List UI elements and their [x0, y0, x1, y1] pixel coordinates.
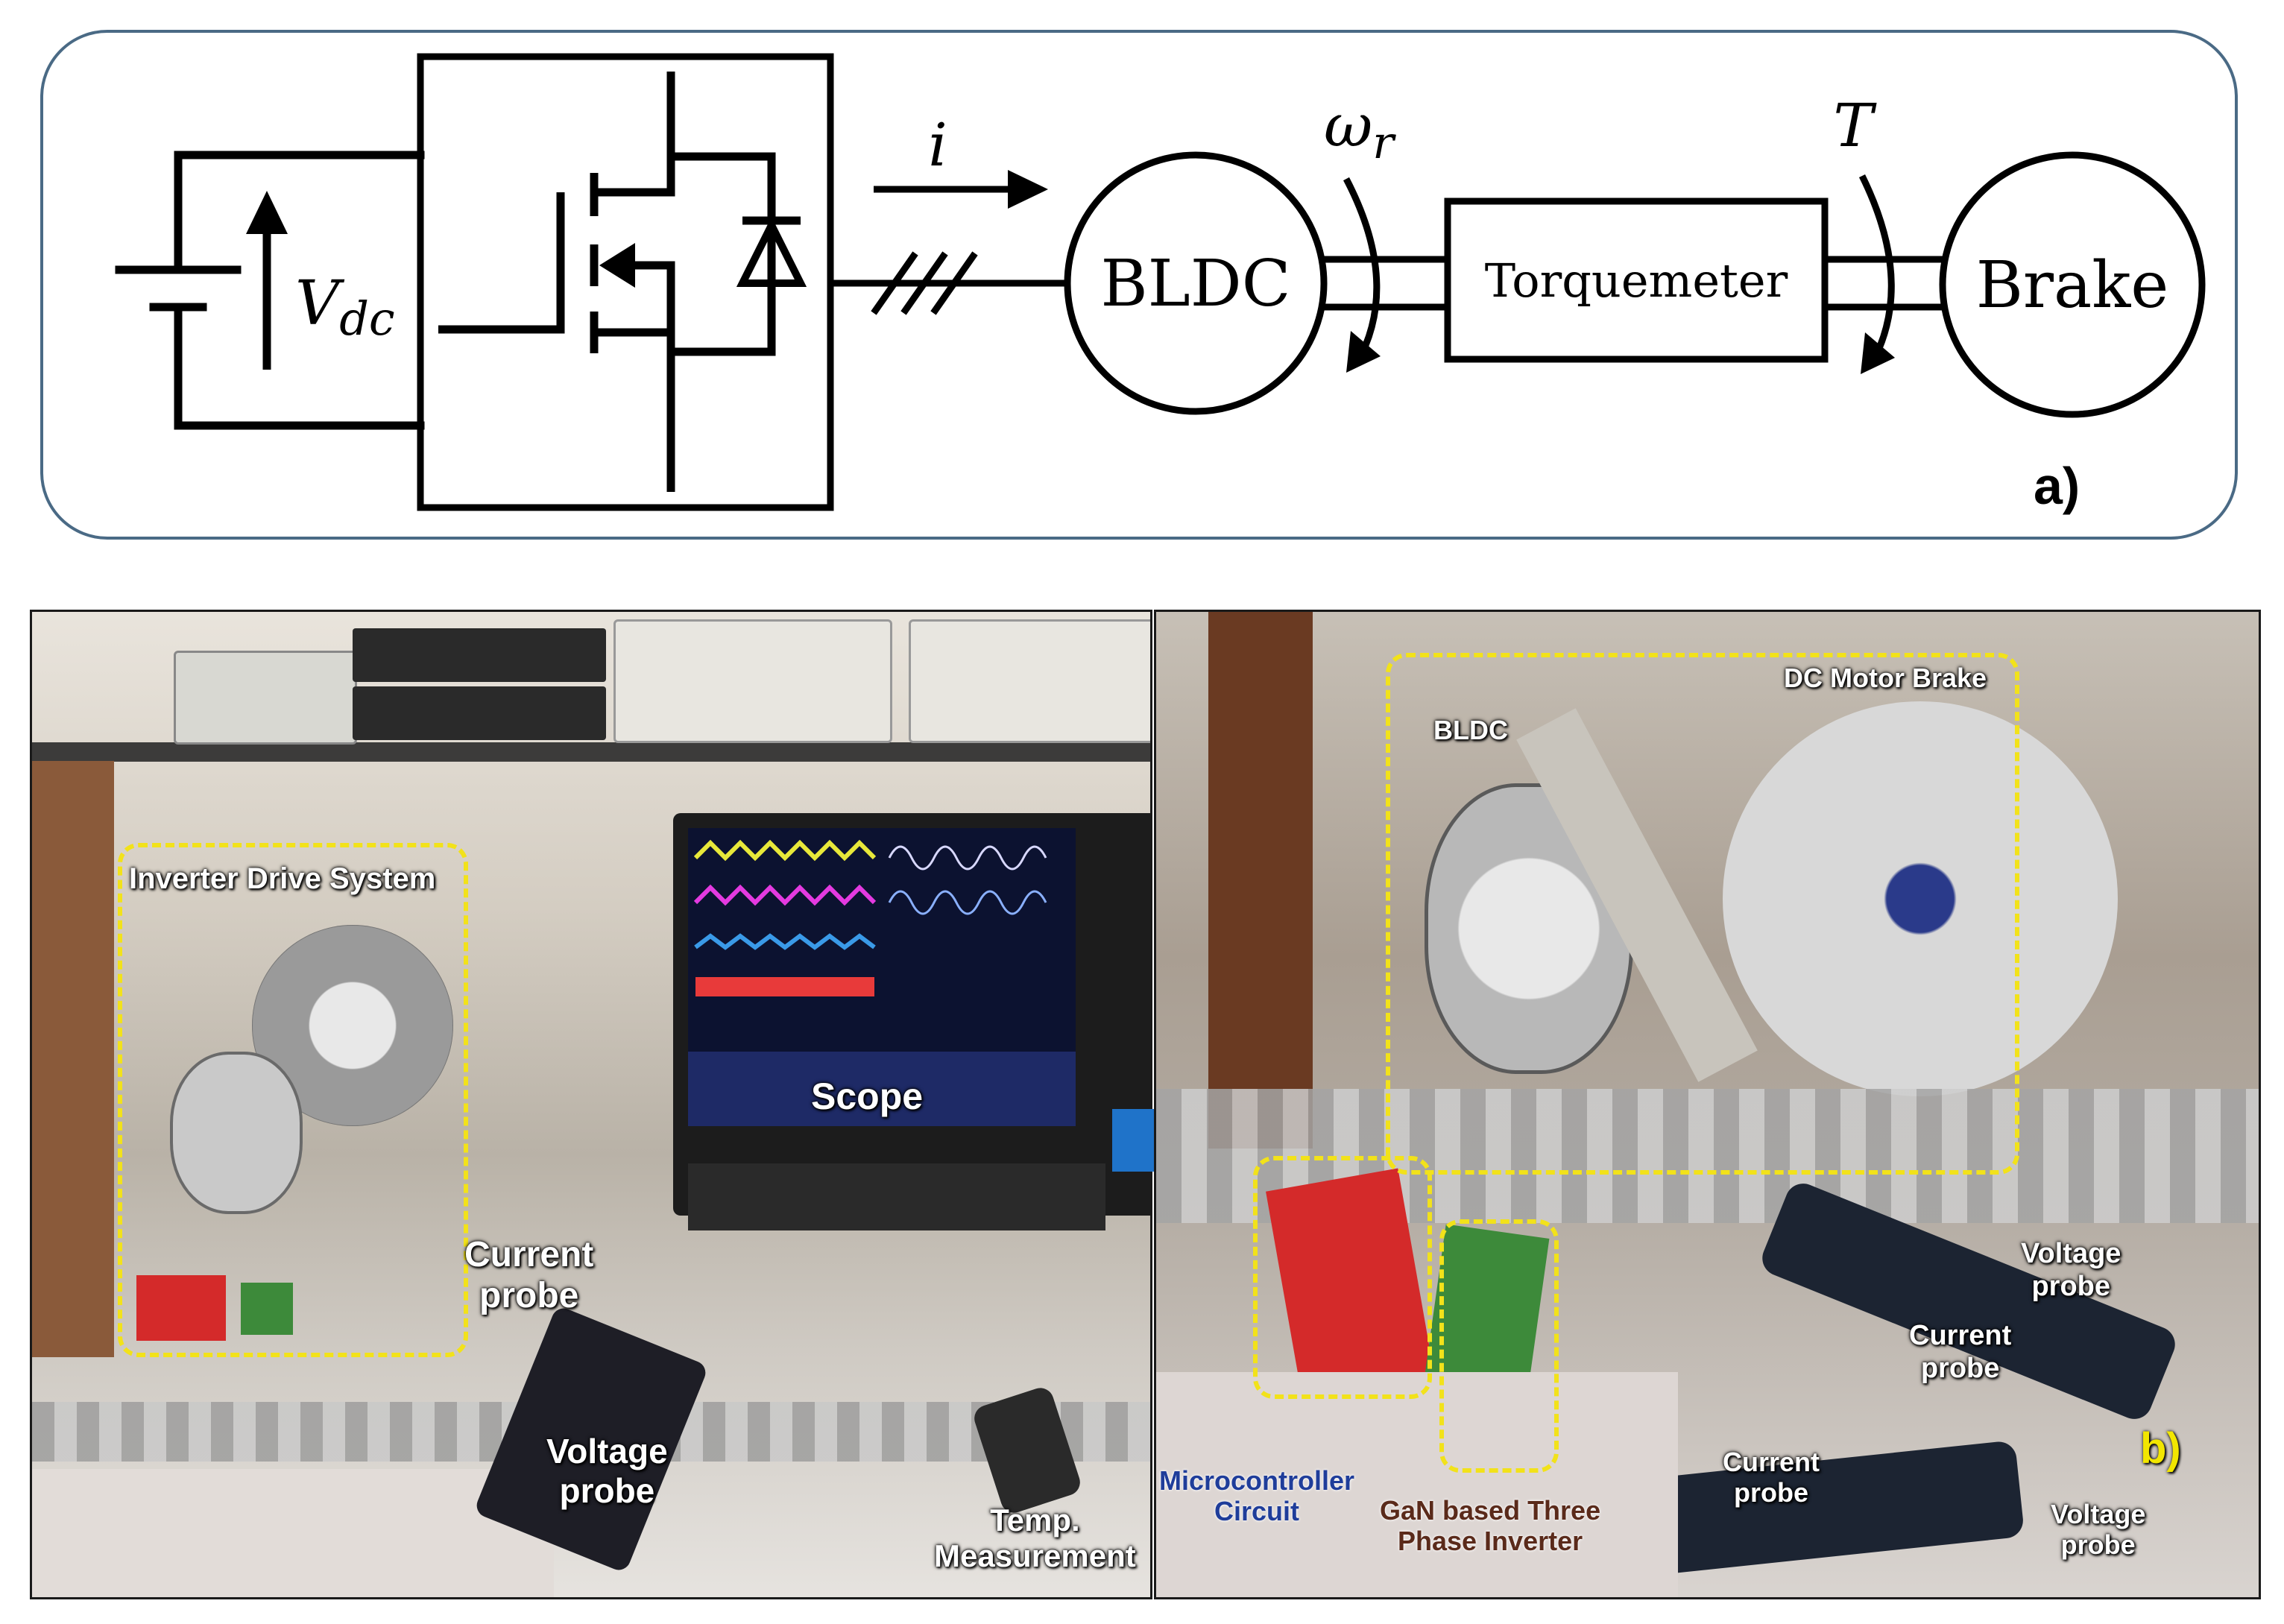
shaft-motor-torquemeter [1324, 256, 1448, 311]
brake-label: Brake [1976, 248, 2169, 323]
three-phase-line [830, 251, 1067, 315]
signal-generator-1 [613, 619, 892, 743]
wall-panel [32, 761, 114, 1357]
oscilloscope-screen [688, 828, 1076, 1126]
inverter-drive-system-label: Inverter Drive System [129, 862, 436, 895]
temp-measurement-label: Temp.Measurement [934, 1503, 1136, 1574]
voltage-label: Vdc [295, 268, 395, 346]
torque-arrowhead [1861, 332, 1895, 374]
panel-a-label: a) [2034, 457, 2080, 515]
torque-rotation-arrow [1858, 174, 1895, 367]
mosfet-gate-arrow [599, 243, 635, 288]
microcontroller-box [1253, 1156, 1432, 1399]
motor-brake-box [1386, 653, 2019, 1175]
dc-power-supply-1 [353, 628, 606, 682]
dc-power-supply-2 [353, 686, 606, 740]
bldc-photo-label: BLDC [1433, 715, 1508, 745]
bubble-wrap [32, 1469, 554, 1597]
drive-schematic: Vdc i BLDC ωr Torquemeter [40, 30, 2238, 540]
torquemeter-box [1444, 198, 1829, 363]
brake [1939, 151, 2206, 418]
green-board-small [241, 1283, 293, 1335]
signal-generator-2 [909, 619, 1150, 743]
shaft-torquemeter-brake [1825, 256, 1943, 311]
scope-traces [688, 839, 1076, 1126]
power-supply-unit [174, 651, 357, 745]
bldc-motor-small [170, 1052, 303, 1214]
red-board-small [136, 1275, 226, 1341]
speed-arrowhead [1346, 331, 1381, 373]
speed-label: ωr [1324, 91, 1396, 169]
speed-rotation-arrow [1343, 177, 1381, 366]
dc-source [115, 151, 425, 430]
current-arrow [874, 170, 1048, 209]
bldc-motor [1064, 151, 1328, 415]
wall-panel-right [1208, 612, 1313, 1149]
scope-probe-front [688, 1163, 1105, 1230]
dc-motor-brake-label: DC Motor Brake [1784, 663, 1987, 693]
current-label: i [928, 110, 947, 180]
scope-label: Scope [811, 1075, 924, 1117]
torquemeter-label: Torquemeter [1485, 253, 1788, 308]
voltage-arrow [246, 191, 288, 370]
inverter-drive-system-box [118, 843, 468, 1357]
bldc-label: BLDC [1100, 247, 1290, 321]
torque-label: T [1833, 91, 1877, 160]
diode-triangle [736, 216, 807, 287]
panel-b-label: b) [2140, 1424, 2181, 1473]
gan-inverter-box [1439, 1219, 1559, 1473]
shelf [32, 742, 1150, 762]
brake-disc [1723, 701, 2118, 1096]
bubble-wrap-right [1156, 1372, 1678, 1597]
